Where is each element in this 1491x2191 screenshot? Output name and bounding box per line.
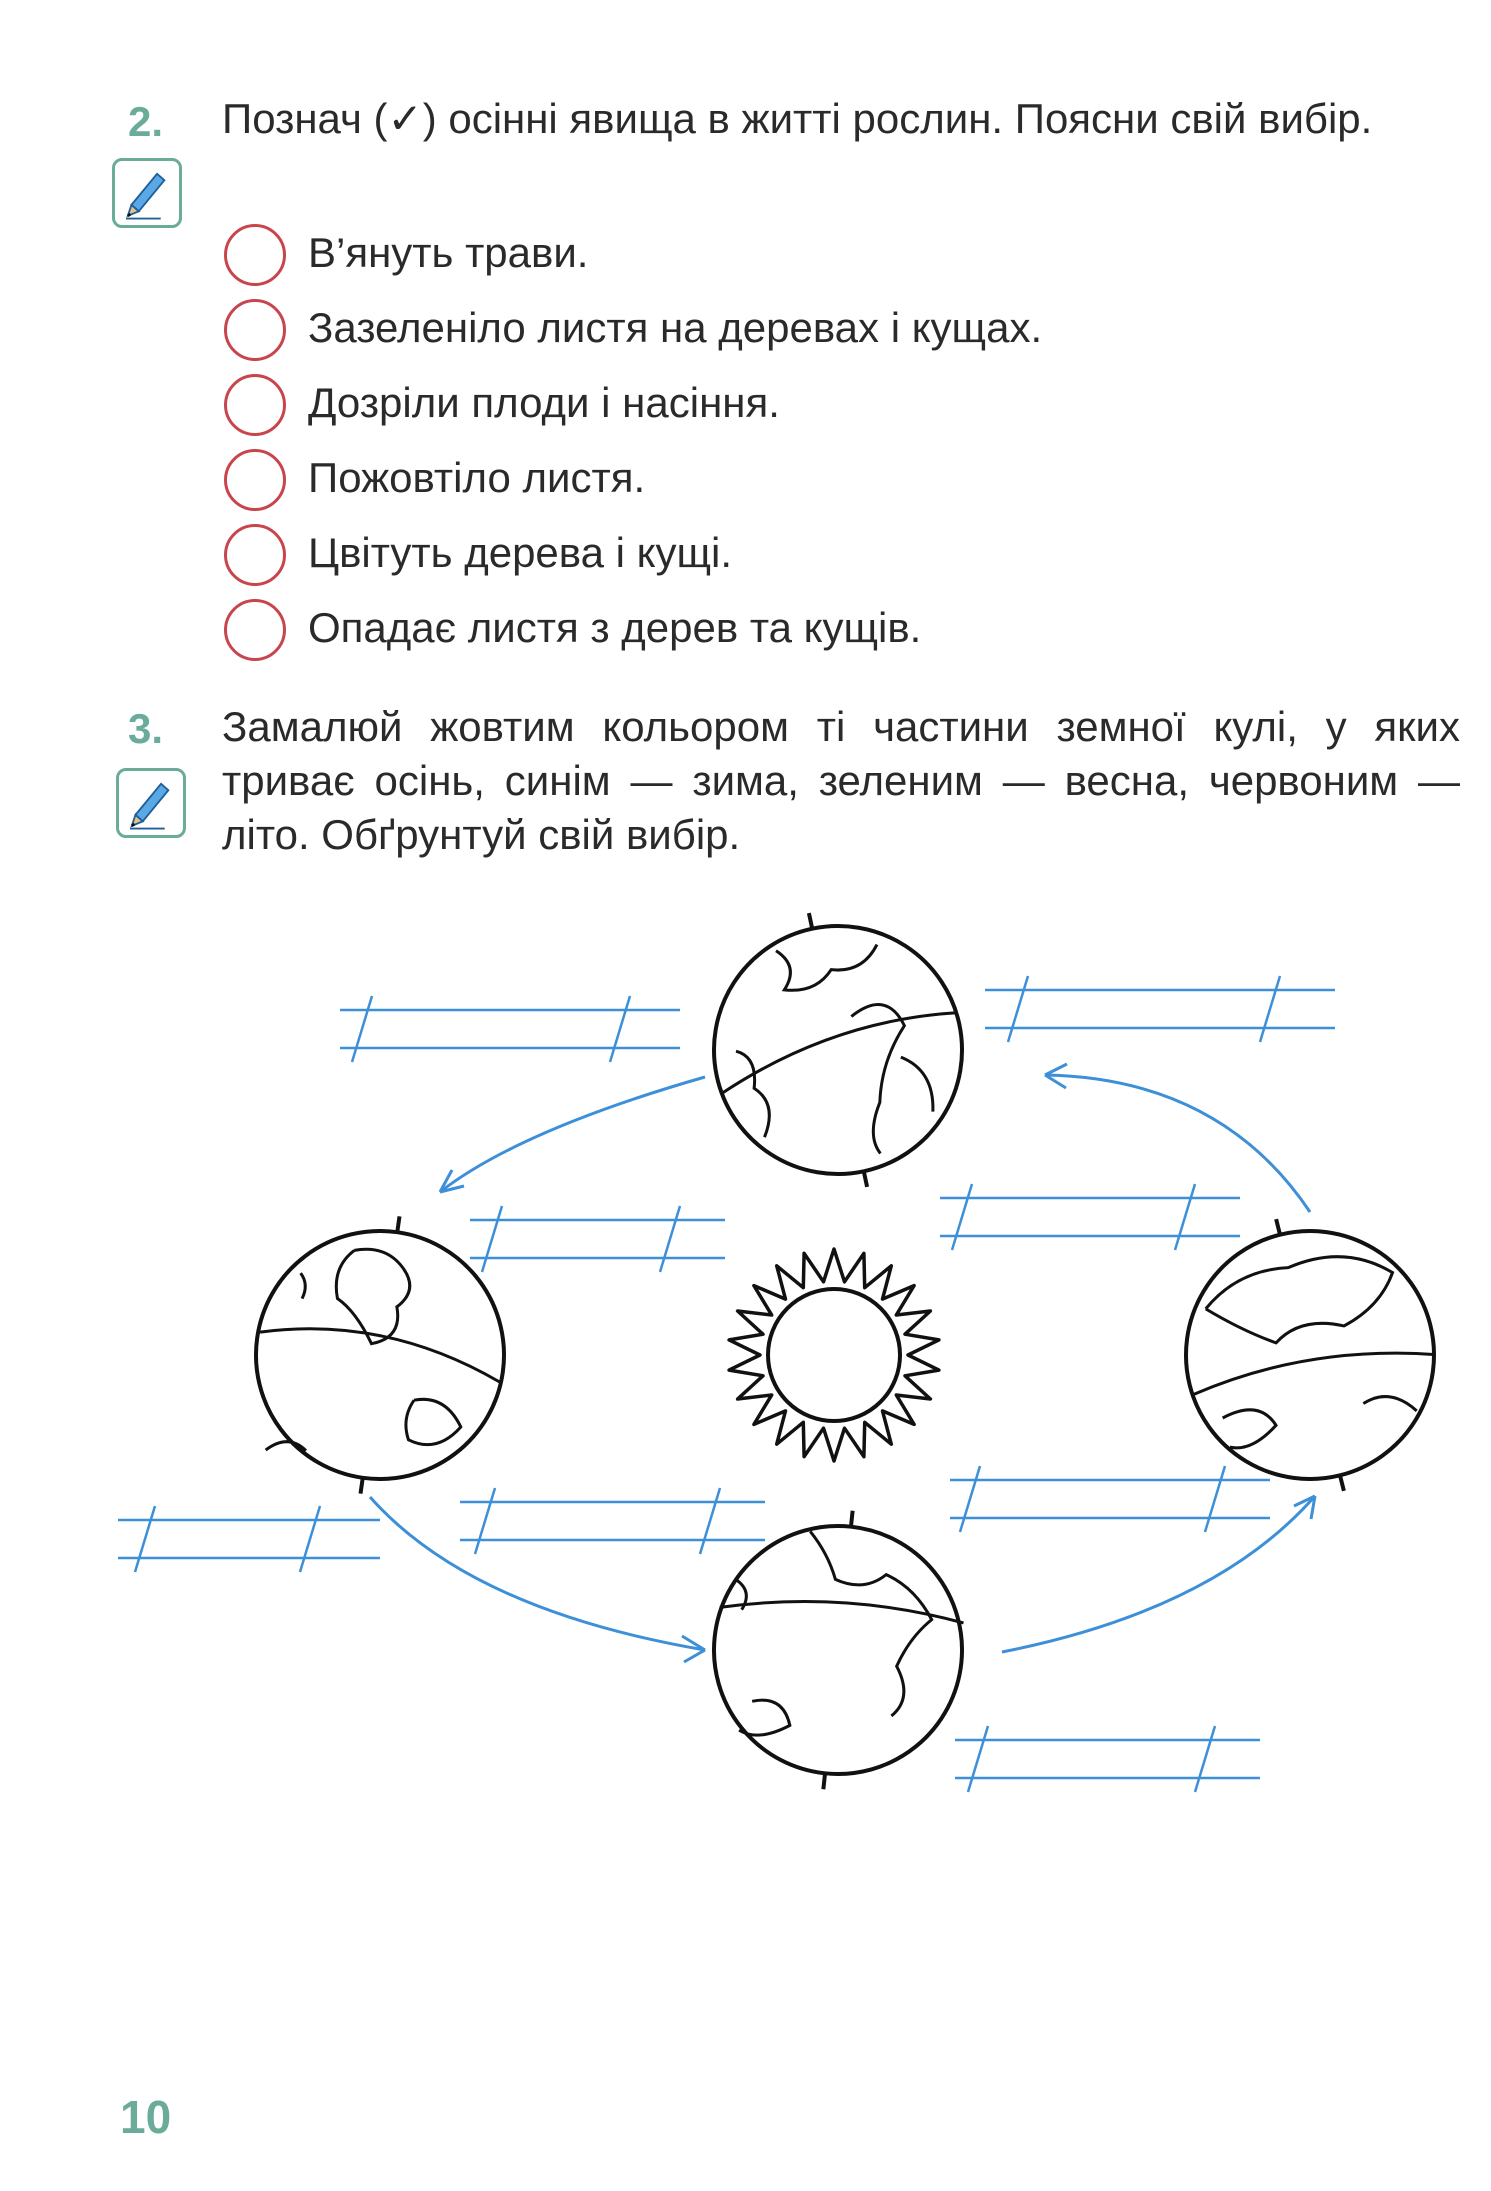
option-2-label: Зазеленіло листя на деревах і кущах. <box>308 304 1043 351</box>
answer-lines-bottom-center-left[interactable] <box>460 1487 765 1555</box>
option-4-checkbox[interactable] <box>224 449 286 511</box>
sun-rays <box>727 1247 941 1463</box>
seasons-diagram <box>118 912 1436 1793</box>
globe-icon <box>254 1216 506 1494</box>
option-1-label: В’януть трави. <box>308 229 589 276</box>
answer-lines-bottom-right[interactable] <box>950 1465 1270 1533</box>
arrow-head <box>1293 1494 1317 1520</box>
option-1-checkbox[interactable] <box>224 224 286 286</box>
page-number: 10 <box>120 2091 172 2143</box>
option-2-checkbox[interactable] <box>224 299 286 361</box>
option-5-label: Цвітуть дерева і кущі. <box>308 529 733 576</box>
arrow-head <box>1044 1062 1068 1090</box>
answer-lines-top-left[interactable] <box>340 995 680 1063</box>
globe-icon <box>712 912 964 1188</box>
option-6-label: Опадає листя з дерев та кущів. <box>308 604 922 651</box>
orbit-arrows <box>368 1062 1317 1664</box>
task-3-number: 3. <box>128 705 164 752</box>
answer-lines-mid-right[interactable] <box>940 1183 1240 1251</box>
arrow-bottom-to-right <box>1001 1495 1317 1654</box>
pencil-icon <box>112 158 182 228</box>
globe-icon <box>712 1510 964 1790</box>
option-6-checkbox[interactable] <box>224 599 286 661</box>
option-5-checkbox[interactable] <box>224 524 286 586</box>
answer-lines-top-right[interactable] <box>985 975 1335 1043</box>
arrow-left-to-bottom <box>368 1496 706 1652</box>
arrow-top-to-left <box>439 1075 706 1194</box>
globe-icon <box>1184 1218 1436 1492</box>
task-2-number: 2. <box>128 98 164 145</box>
arrow-head <box>681 1634 706 1664</box>
arrow-head <box>438 1169 465 1194</box>
option-3-checkbox[interactable] <box>224 374 286 436</box>
pencil-icon <box>116 768 186 838</box>
option-4-label: Пожовтіло листя. <box>308 454 646 501</box>
answer-lines-mid-left[interactable] <box>470 1205 725 1273</box>
sun-icon <box>727 1247 941 1463</box>
task-2-instruction: Познач (✓) осінні явища в житті рослин. … <box>222 95 1373 142</box>
option-3-label: Дозріли плоди і насіння. <box>308 379 780 426</box>
answer-lines-bottom[interactable] <box>955 1725 1260 1793</box>
task-3-instruction: Замалюй жовтим кольором ті частини земно… <box>222 703 1460 858</box>
answer-lines-bottom-far-left[interactable] <box>118 1505 380 1573</box>
arrow-right-to-top <box>1044 1073 1312 1213</box>
